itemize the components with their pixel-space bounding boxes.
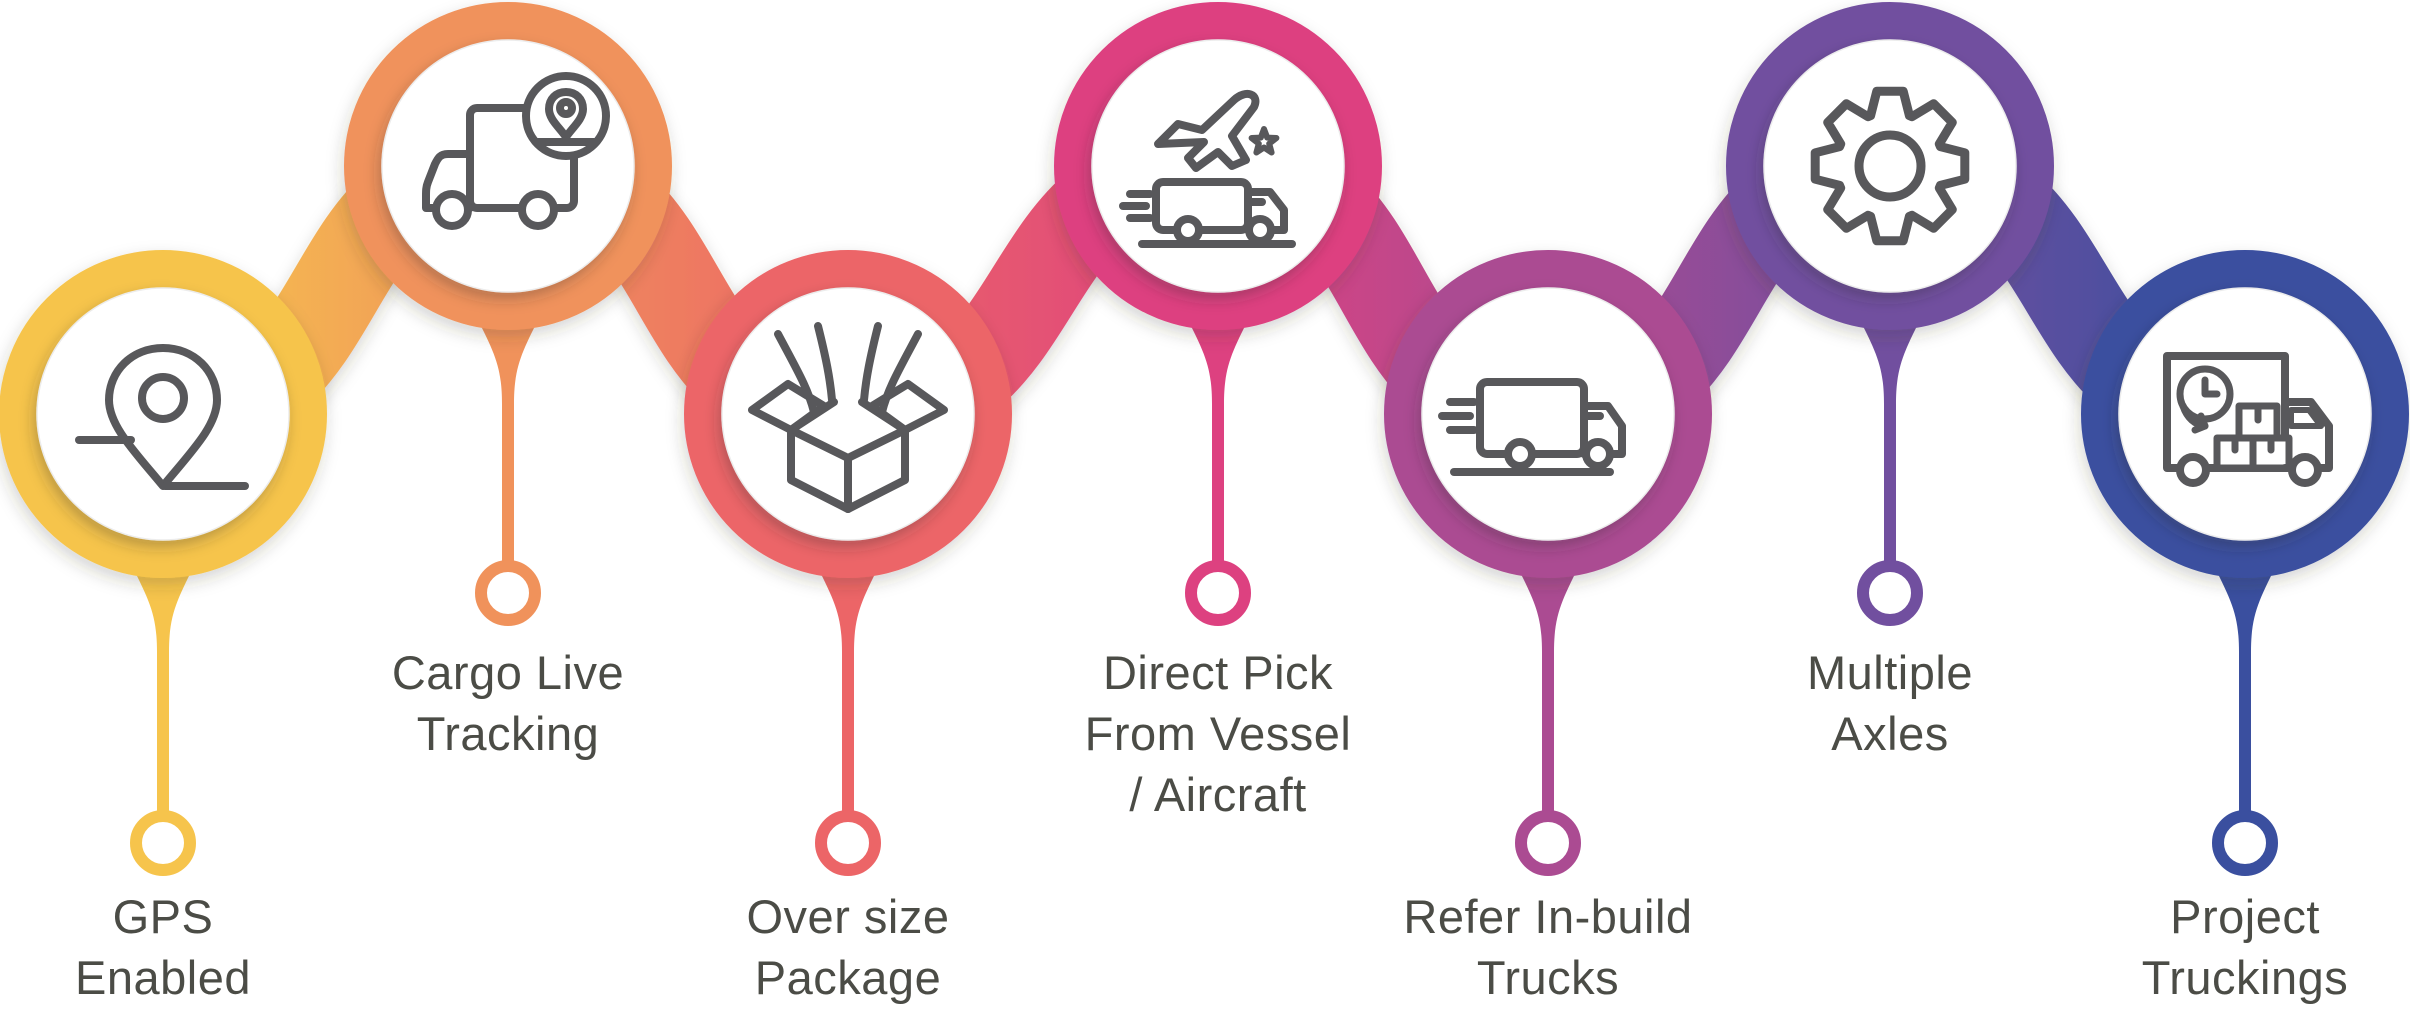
node-connector-line [1856,312,1924,562]
node-label-refer-in-build: Refer In-build Trucks [1403,890,1693,1004]
node-connector-line [1184,312,1252,562]
connector-end-ring [475,560,541,626]
node-inner-circle [381,39,635,293]
connector-end-ring [815,810,881,876]
node-connector-line [474,312,542,562]
node-connector-line [129,560,197,812]
node-ring [344,2,672,330]
node-ring [1384,250,1712,578]
node-label-cargo-live-tracking: Cargo Live Tracking [391,646,625,760]
node-direct-pick [1054,2,1382,626]
node-label-multiple-axles: Multiple Axles [1807,646,1973,760]
node-label-project-truckings: Project Truckings [2141,890,2349,1004]
node-label-gps-enabled: GPS Enabled [75,890,251,1004]
node-connector-line [814,560,882,812]
node-project-truckings [2081,250,2409,876]
node-multiple-axles [1726,2,2054,626]
cargo-tracking-truck-icon [422,72,610,230]
node-cargo-live-tracking [344,2,672,626]
node-ring [1726,2,2054,330]
open-box-icon [748,322,948,513]
node-ring [0,250,327,578]
node-over-size-package [684,250,1012,876]
node-inner-circle [1091,39,1345,293]
node-ring [684,250,1012,578]
node-refer-in-build-trucks [1384,250,1712,876]
node-inner-circle [1421,287,1675,541]
connector-end-ring [1185,560,1251,626]
connector-end-ring [1857,560,1923,626]
node-label-over-size-package: Over size Package [746,890,950,1004]
fast-truck-icon [1438,378,1626,476]
node-ring [2081,250,2409,578]
gps-pin-icon [75,344,249,490]
project-trucking-truck-icon [2163,352,2333,487]
node-inner-circle [1763,39,2017,293]
connector-end-ring [1515,810,1581,876]
node-connector-line [1514,560,1582,812]
node-label-direct-pick: Direct Pick From Vessel / Aircraft [1084,646,1352,821]
node-ring [1054,2,1382,330]
connector-end-ring [130,810,196,876]
connector-end-ring [2212,810,2278,876]
node-inner-circle [36,287,290,541]
node-connector-line [2211,560,2279,812]
plane-truck-icon [1119,89,1296,248]
gear-icon [1810,86,1970,246]
node-gps-enabled [0,250,327,876]
